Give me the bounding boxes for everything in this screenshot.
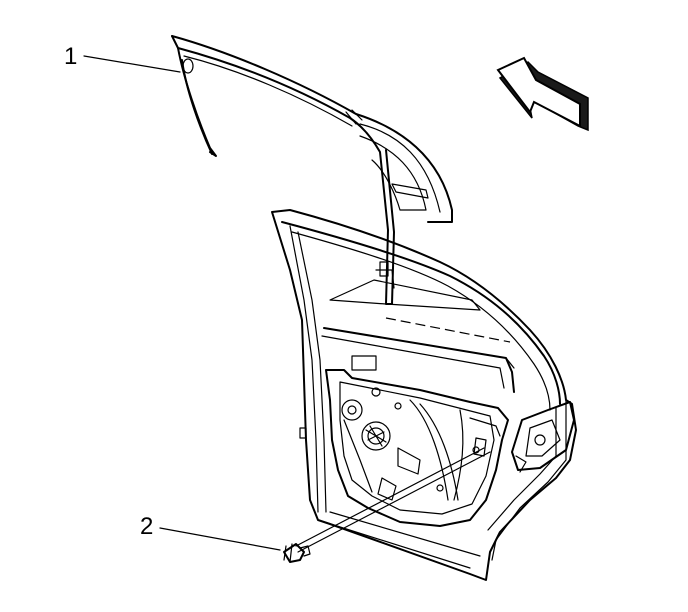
callout-label-2: 2 <box>140 513 153 540</box>
callout-2: 2 <box>140 513 281 551</box>
window-regulator <box>325 355 509 527</box>
bolt-fastener <box>283 447 491 563</box>
direction-arrow-icon <box>496 56 589 132</box>
window-channel-weatherstrip <box>171 35 453 305</box>
leader-line-1 <box>83 55 181 73</box>
callout-1: 1 <box>64 43 181 73</box>
callout-label-1: 1 <box>64 43 77 70</box>
door-latch <box>299 401 575 473</box>
leader-line-2 <box>159 527 281 551</box>
door-belt-opening <box>321 279 515 393</box>
